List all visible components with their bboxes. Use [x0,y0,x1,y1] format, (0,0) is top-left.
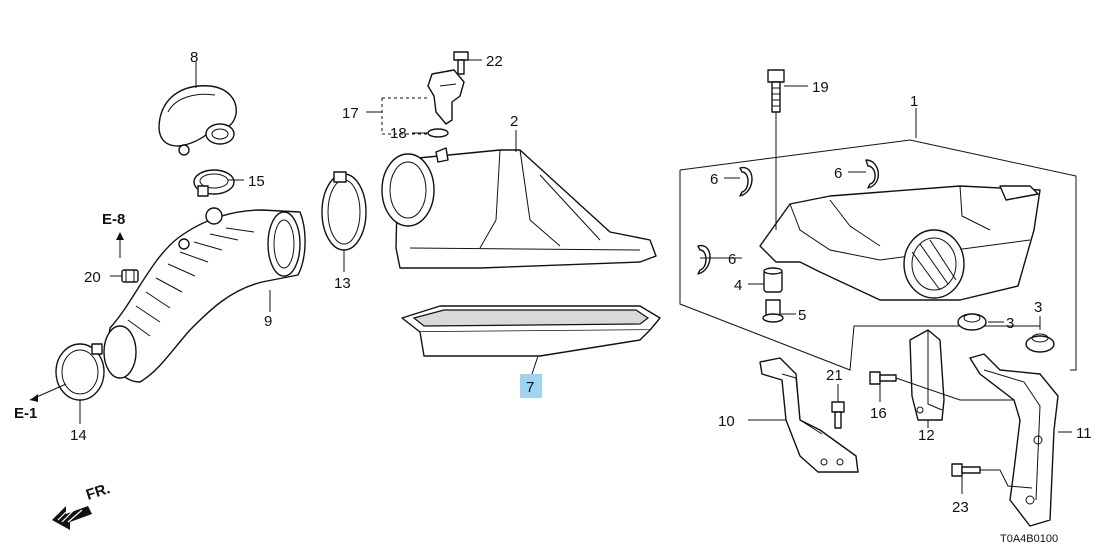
part-11-bracket[interactable] [969,353,1059,527]
callout-14: 15 [248,173,265,190]
callout-1: 1 [910,93,918,110]
callout-6b: 6 [834,165,842,182]
callout-19: 16 [870,405,887,422]
part-7-air-filter[interactable] [401,305,661,357]
front-arrow-icon [52,506,92,530]
part-4-grommet[interactable] [763,267,783,293]
assembly-1-frame [679,139,1077,371]
callout-5: 5 [798,307,806,324]
ref-e8-arrow [116,232,124,258]
callout-7-highlight [520,374,542,398]
callout-18: 19 [812,79,829,96]
callout-13: 14 [70,427,87,444]
callout-10: 10 [718,413,735,430]
callout-23: 23 [952,499,969,516]
ref-e8-label: E-8 [102,211,125,228]
callout-3a: 3 [1006,315,1014,332]
leader-lines [79,59,1072,494]
part-19-bolt[interactable] [869,371,897,385]
part-6-clip-b[interactable] [865,159,879,189]
callout-12: 13 [334,275,351,292]
ref-e1-arrow [29,383,67,402]
part-17-o-ring[interactable] [427,128,449,138]
callout-4: 4 [734,277,742,294]
callout-22: 22 [486,53,503,70]
callout-2: 2 [510,113,518,130]
callout-16: 17 [342,105,359,122]
part-9-resonator[interactable] [158,85,237,156]
part-3-grommet-a[interactable] [957,313,987,331]
part-15-bracket[interactable] [909,329,945,421]
front-label: FR. [84,480,112,504]
part-10-bracket[interactable] [759,357,859,473]
part-14-clamp[interactable] [193,169,235,197]
callout-21: 20 [84,269,101,286]
part-20-bolt[interactable] [831,401,845,429]
part-6-clip-c[interactable] [697,245,711,275]
part-12-clamp[interactable] [321,171,367,251]
callout-labels: 8 15 20 9 14 13 2 22 17 18 7 19 1 6 6 6 … [70,49,1092,516]
callout-17: 18 [390,125,407,142]
part-23-bolt[interactable] [951,463,981,477]
bracket-16 [381,97,428,135]
callout-6a: 6 [710,171,718,188]
part-21-clip[interactable] [121,269,139,283]
ref-e1-label: E-1 [14,405,37,422]
part-8-intake-hose[interactable] [103,207,306,383]
callout-8: 9 [264,313,272,330]
diagram-code: T0A4B0100 [1000,533,1058,545]
callout-20: 21 [826,367,843,384]
part-13-clamp[interactable] [55,343,105,401]
callout-15: 12 [918,427,935,444]
callout-6c: 6 [728,251,736,268]
part-6-clip-a[interactable] [739,167,753,197]
callout-3b: 3 [1034,299,1042,316]
part-3-grommet-b[interactable] [1025,333,1055,353]
callout-9: 8 [190,49,198,66]
part-18-bolt[interactable] [767,69,785,230]
part-1-air-cleaner-case[interactable] [759,185,1041,301]
callout-11: 11 [1076,425,1092,442]
part-22-bolt[interactable] [453,51,469,75]
part-5-collar[interactable] [762,299,784,323]
part-2-air-cleaner-cover[interactable] [381,147,657,269]
callout-7: 7 [526,379,534,396]
part-16-sensor[interactable] [427,69,465,125]
